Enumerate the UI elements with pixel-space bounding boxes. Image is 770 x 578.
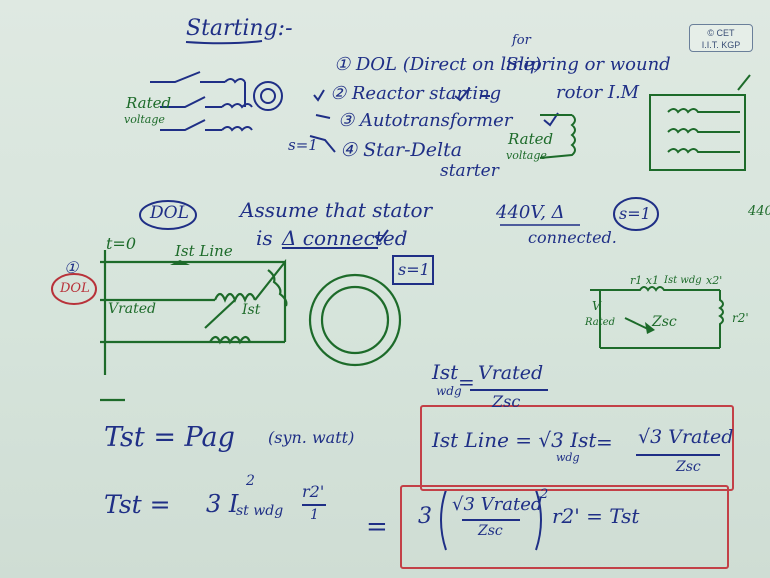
box1-den: Zsc	[676, 459, 701, 475]
ist-wdg-small: Ist wdg	[664, 275, 702, 286]
slip-equals-one-box: s=1	[398, 260, 430, 279]
ist-line-label: Ist Line	[175, 242, 233, 260]
v440-delta: 440V, Δ	[496, 202, 565, 223]
tst2-sup: 2	[246, 473, 255, 489]
ist-label: Ist	[242, 302, 261, 318]
r1-x1-label: r1 x1	[630, 274, 659, 287]
v440-edge: 440	[748, 204, 770, 219]
box2-den: Zsc	[478, 523, 503, 539]
syn-watt-label: (syn. watt)	[268, 428, 355, 447]
tst2-lhs: Tst =	[104, 490, 171, 519]
method-4: ④ Star-Delta	[340, 139, 463, 161]
small-v-label: V	[592, 299, 601, 313]
tst2-sub: st wdg	[236, 503, 284, 519]
box2-sup: 2	[540, 487, 549, 502]
method-1: ① DOL (Direct on line)	[334, 54, 542, 75]
delta-winding-diagram	[100, 250, 402, 402]
method-2: ② Reactor starting	[330, 83, 502, 104]
title: Starting:-	[186, 16, 293, 41]
slip-equals-one-1: s=1	[288, 136, 318, 154]
dol-circled: DOL	[150, 203, 189, 223]
slipring-sketch	[539, 74, 751, 171]
box2-num: √3 Vrated	[452, 494, 543, 515]
for-label: for	[512, 33, 531, 48]
assume-line-1: Assume that stator	[240, 198, 433, 222]
ist-wdg-num: Vrated	[478, 362, 544, 384]
tst-eq-pag: Tst = Pag	[104, 422, 235, 453]
dol-winding-sketch	[150, 71, 283, 132]
box1-sub: wdg	[556, 451, 580, 464]
cet-iit-logo: © CET I.I.T. KGP	[689, 24, 753, 52]
r2-small-label: r2'	[732, 311, 749, 325]
connected-label: connected.	[528, 228, 617, 247]
assume-line-2-a: is	[256, 226, 273, 250]
box2-three: 3	[418, 504, 432, 529]
ist-wdg-lhs-sub: wdg	[436, 384, 462, 398]
ist-wdg-den: Zsc	[492, 392, 521, 411]
box1-num: √3 Vrated	[638, 426, 734, 448]
zsc-small-label: Zsc	[652, 314, 677, 330]
assume-line-2-b: Δ connected	[282, 226, 408, 250]
ist-wdg-lhs: Ist	[432, 360, 459, 384]
t-equals-0: t=0	[106, 234, 137, 253]
box1-lhs: Ist Line = √3 Ist	[432, 428, 597, 452]
tst2-frac-num: r2'	[302, 482, 325, 501]
one-dol-number: ①	[64, 258, 79, 277]
tst2-frac-den: 1	[310, 507, 319, 523]
method-4-cont: starter	[440, 161, 499, 181]
logo-line-2: I.I.T. KGP	[701, 40, 741, 50]
slipring-line-2: rotor I.M	[556, 82, 640, 103]
slip-equals-one-circle: s=1	[619, 204, 651, 223]
equivalent-circuit	[590, 286, 724, 349]
tst2-three-i: 3 I	[206, 490, 239, 518]
box2-rhs: r2' = Tst	[552, 504, 640, 528]
v-rated-label: Vrated	[108, 301, 157, 317]
tst2-equals: =	[366, 512, 388, 542]
rated-voltage-label-1: Rated	[126, 94, 172, 112]
x2-label: x2'	[706, 274, 723, 287]
box1-equals: =	[596, 430, 613, 454]
one-dol-label: DOL	[60, 281, 90, 296]
slipring-line-1: Slipring or wound	[506, 54, 671, 75]
small-rated-label: Rated	[585, 317, 616, 328]
ist-line-formula-box	[420, 405, 734, 491]
logo-line-1: © CET	[707, 28, 735, 38]
method-3: ③ Autotransformer	[338, 110, 513, 131]
rated-voltage-label-2: Rated	[508, 130, 554, 148]
rated-voltage-label-1b: voltage	[124, 113, 165, 126]
tst-formula-box	[400, 485, 729, 569]
rated-voltage-label-2b: voltage	[506, 149, 547, 162]
